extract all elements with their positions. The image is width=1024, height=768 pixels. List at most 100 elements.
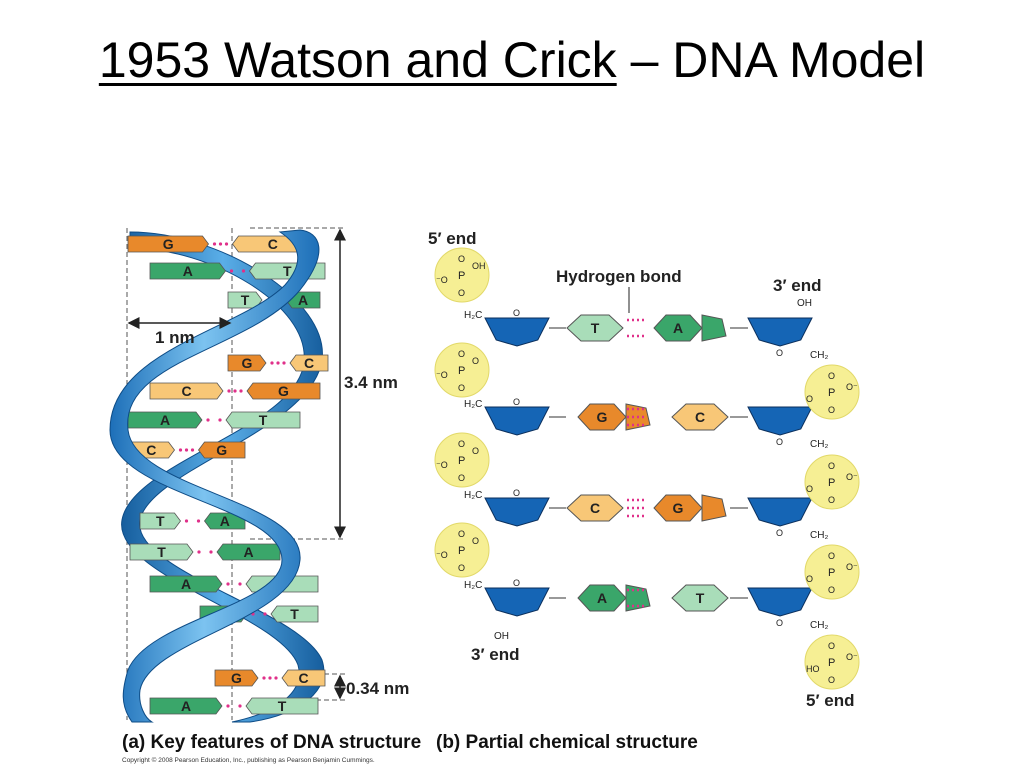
base-guanine	[214, 669, 259, 687]
phosphate-group: POO⁻OO	[434, 342, 490, 398]
base-adenine	[149, 575, 223, 593]
hydrogen-bond-dot	[241, 269, 246, 273]
base-cytosine	[281, 669, 326, 687]
base-letter: A	[243, 544, 253, 560]
title-underlined: 1953 Watson and Crick	[98, 32, 617, 88]
hydrogen-bond-dot	[239, 389, 243, 393]
sugar-right	[747, 406, 813, 436]
hydrogen-bond-dot	[178, 448, 183, 452]
svg-text:P: P	[828, 387, 835, 399]
svg-text:C: C	[590, 500, 600, 516]
svg-text:P: P	[458, 365, 465, 377]
base-letter: T	[241, 292, 250, 308]
chemical-structure: 5′ end Hydrogen bond 3′ end OH 3′ end OH…	[428, 229, 860, 710]
hydrogen-bond-dot	[226, 704, 230, 708]
hydrogen-bond-dot	[233, 389, 237, 393]
three-prime-end-top: 3′ end	[773, 276, 821, 295]
base-letter: T	[157, 544, 166, 560]
base-letter: A	[181, 576, 191, 592]
hydrogen-bond-dot	[184, 448, 189, 452]
base-letter: T	[278, 698, 287, 714]
hydrogen-bond-dot	[197, 550, 201, 554]
base-letter: A	[220, 513, 230, 529]
base-letter: A	[181, 698, 191, 714]
svg-text:HO: HO	[806, 664, 820, 674]
sugar-right	[747, 317, 813, 347]
caption-a: (a) Key features of DNA structure	[122, 732, 421, 753]
base-guanine: G	[653, 494, 727, 522]
svg-text:T: T	[696, 590, 705, 606]
oh-bottom-left: OH	[494, 631, 509, 642]
base-letter: C	[146, 442, 156, 458]
base-letter: G	[242, 355, 253, 371]
base-letter: T	[259, 412, 268, 428]
base-spacing-label: 0.34 nm	[346, 679, 409, 698]
base-cytosine: C	[671, 403, 729, 431]
hydrogen-bond-dot	[276, 361, 280, 365]
svg-text:O: O	[828, 551, 835, 561]
svg-text:P: P	[458, 455, 465, 467]
svg-text:A: A	[597, 590, 607, 606]
svg-text:G: G	[673, 500, 684, 516]
caption-b: (b) Partial chemical structure	[436, 732, 698, 753]
svg-text:P: P	[828, 657, 835, 669]
ch2-group: CH₂	[810, 530, 828, 541]
base-thymine	[270, 605, 319, 623]
h2c-group: H₂C	[464, 399, 482, 410]
base-adenine	[149, 697, 223, 715]
base-guanine	[198, 441, 246, 459]
base-letter: A	[298, 292, 308, 308]
sugar-left	[484, 406, 550, 436]
ring-oxygen: O	[776, 618, 783, 628]
base-letter: C	[181, 383, 191, 399]
base-cytosine: C	[566, 494, 624, 522]
ring-oxygen: O	[776, 348, 783, 358]
phosphate-group: POO⁻OO	[434, 522, 490, 578]
svg-text:O: O	[806, 484, 813, 494]
base-cytosine	[149, 382, 224, 400]
hydrogen-bond-dot	[270, 361, 274, 365]
ring-oxygen: O	[513, 578, 520, 588]
svg-text:O: O	[828, 641, 835, 651]
ring-oxygen: O	[776, 437, 783, 447]
hydrogen-bond-dot	[262, 676, 266, 680]
width-label: 1 nm	[155, 328, 195, 347]
slide-title: 1953 Watson and Crick – DNA Model	[0, 30, 1024, 90]
ch2-group: CH₂	[810, 439, 828, 450]
svg-text:O: O	[828, 461, 835, 471]
svg-text:O: O	[458, 288, 465, 298]
base-adenine	[204, 512, 246, 530]
svg-text:O⁻: O⁻	[846, 562, 858, 572]
svg-text:O: O	[458, 529, 465, 539]
hydrogen-bond-dot	[218, 418, 222, 422]
base-letter: T	[290, 606, 299, 622]
svg-text:O: O	[472, 536, 479, 546]
base-adenine	[216, 543, 281, 561]
h2c-group: H₂C	[464, 580, 482, 591]
svg-text:O: O	[458, 383, 465, 393]
ring-oxygen: O	[513, 308, 520, 318]
ring-oxygen: O	[513, 397, 520, 407]
sugar-left	[484, 587, 550, 617]
base-cytosine	[289, 354, 329, 372]
base-adenine: A	[653, 314, 727, 342]
svg-text:O: O	[806, 574, 813, 584]
five-prime-end-top: 5′ end	[428, 229, 476, 248]
base-thymine	[129, 543, 194, 561]
base-thymine	[245, 697, 319, 715]
svg-text:⁻O: ⁻O	[436, 460, 448, 470]
svg-text:⁻O: ⁻O	[436, 370, 448, 380]
base-guanine	[246, 382, 321, 400]
ring-oxygen: O	[776, 528, 783, 538]
